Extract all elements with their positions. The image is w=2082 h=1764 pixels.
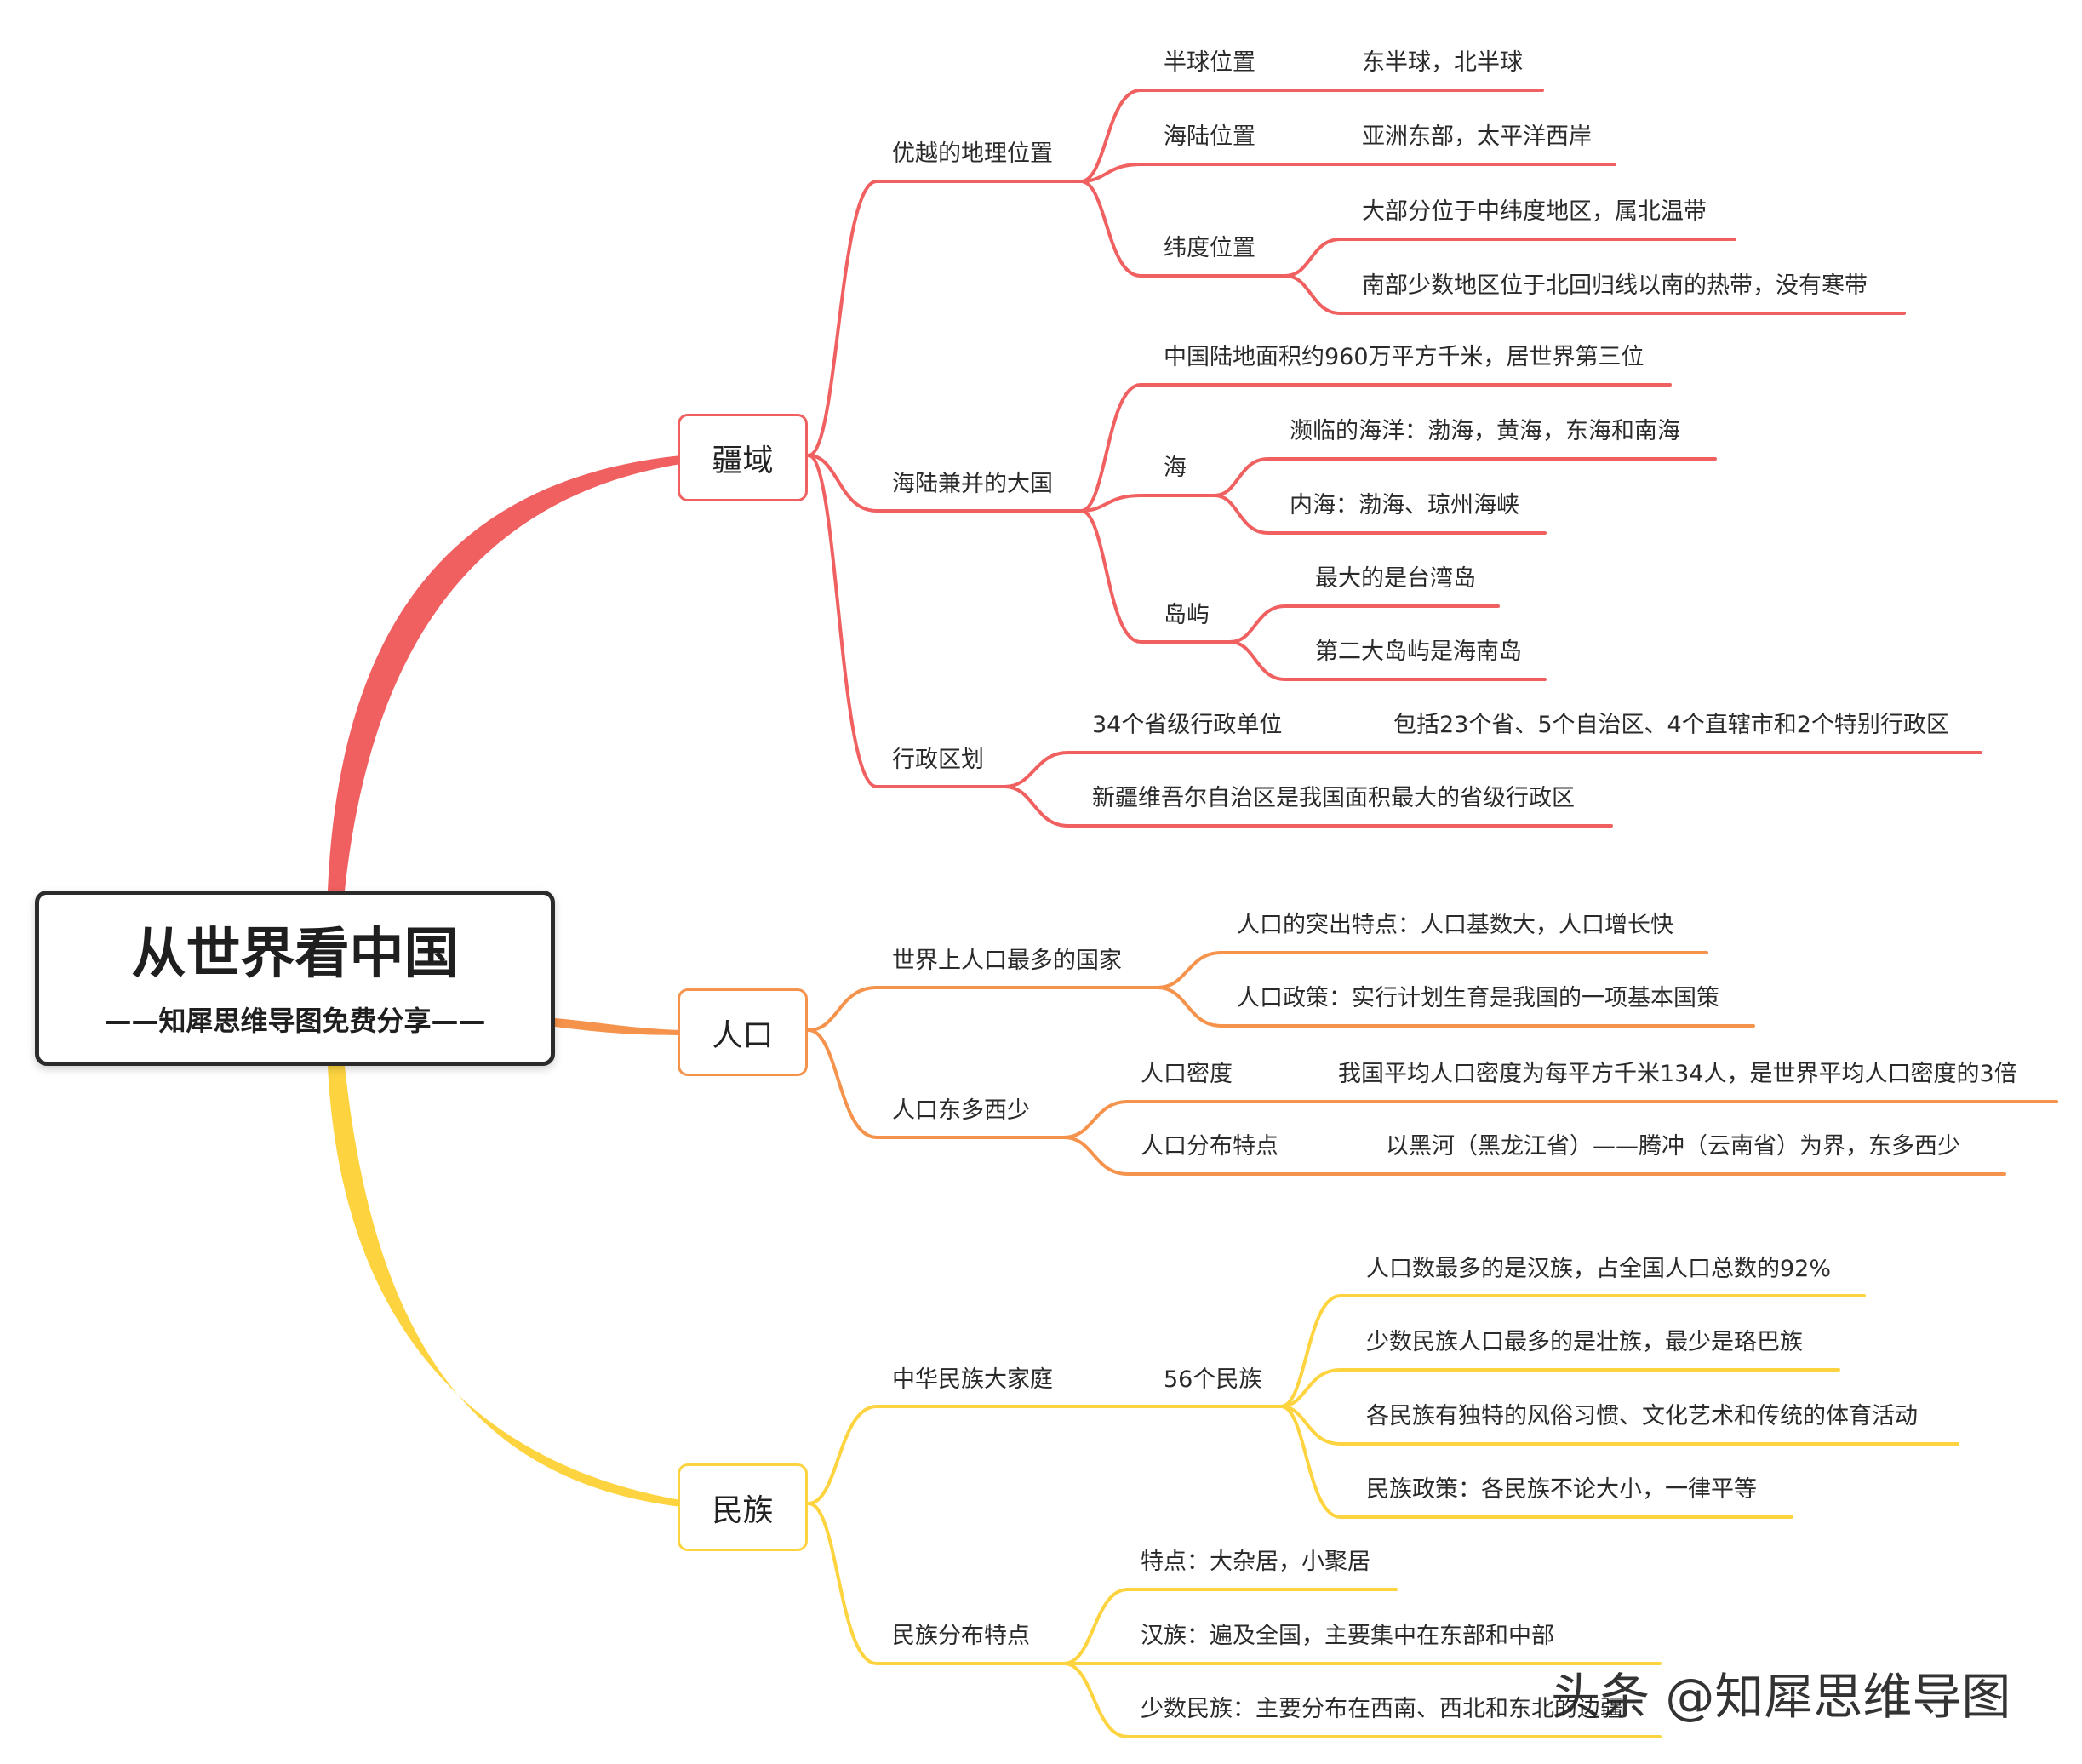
node-provincial[interactable]: 34个省级行政单位: [1092, 712, 1283, 738]
node-geo-position[interactable]: 优越的地理位置: [892, 140, 1053, 167]
node-islands-item-1[interactable]: 最大的是台湾岛: [1315, 565, 1476, 592]
node-east-west[interactable]: 人口东多西少: [892, 1097, 1030, 1124]
node-sea[interactable]: 海: [1164, 455, 1187, 481]
topic-ethnic[interactable]: 民族: [678, 1463, 808, 1551]
node-most-populous[interactable]: 世界上人口最多的国家: [892, 948, 1122, 974]
node-latitude-item-2[interactable]: 南部少数地区位于北回归线以南的热带，没有寒带: [1362, 272, 1868, 299]
watermark: 头条 @知犀思维导图: [1551, 1668, 2011, 1726]
ethnic-branches: [807, 1294, 1959, 1738]
node-distribution-value[interactable]: 以黑河（黑龙江省）——腾冲（云南省）为界，东多西少: [1386, 1133, 1960, 1160]
trunk-ethnic: [328, 1066, 681, 1507]
node-hemisphere-value[interactable]: 东半球，北半球: [1362, 49, 1523, 76]
node-land-sea[interactable]: 海陆位置: [1164, 123, 1255, 150]
node-ethnic-item-4[interactable]: 民族政策：各民族不论大小，一律平等: [1366, 1476, 1757, 1503]
node-land-sea-value[interactable]: 亚洲东部，太平洋西岸: [1362, 123, 1592, 150]
population-branches: [807, 951, 2058, 1176]
node-land-sea-country[interactable]: 海陆兼并的大国: [892, 471, 1053, 497]
node-ethnic-dist-item-3[interactable]: 少数民族：主要分布在西南、西北和东北的边疆: [1141, 1696, 1623, 1722]
node-ethnic-distribution[interactable]: 民族分布特点: [892, 1623, 1030, 1649]
node-provincial-value[interactable]: 包括23个省、5个自治区、4个直辖市和2个特别行政区: [1393, 712, 1949, 738]
node-density-value[interactable]: 我国平均人口密度为每平方千米134人，是世界平均人口密度的3倍: [1338, 1061, 2017, 1087]
node-density[interactable]: 人口密度: [1141, 1061, 1233, 1087]
root-node[interactable]: 从世界看中国 ——知犀思维导图免费分享——: [35, 891, 555, 1066]
trunk-population: [555, 1018, 681, 1035]
node-ethnic-dist-item-2[interactable]: 汉族：遍及全国，主要集中在东部和中部: [1141, 1623, 1554, 1649]
node-family[interactable]: 中华民族大家庭: [892, 1366, 1053, 1393]
node-ethnic-dist-item-1[interactable]: 特点：大杂居，小聚居: [1141, 1549, 1370, 1575]
node-distribution[interactable]: 人口分布特点: [1141, 1133, 1278, 1160]
node-sea-item-1[interactable]: 濒临的海洋：渤海，黄海，东海和南海: [1290, 418, 1680, 444]
node-islands-item-2[interactable]: 第二大岛屿是海南岛: [1315, 639, 1522, 665]
root-subtitle: ——知犀思维导图免费分享——: [104, 1005, 486, 1037]
node-latitude-item-1[interactable]: 大部分位于中纬度地区，属北温带: [1362, 198, 1707, 225]
node-area[interactable]: 中国陆地面积约960万平方千米，居世界第三位: [1164, 344, 1644, 370]
trunk-territory: [328, 455, 681, 891]
topic-population[interactable]: 人口: [678, 988, 808, 1076]
node-most-populous-item-1[interactable]: 人口的突出特点：人口基数大，人口增长快: [1237, 912, 1673, 938]
node-hemisphere[interactable]: 半球位置: [1164, 49, 1255, 76]
root-title: 从世界看中国: [131, 923, 459, 986]
node-admin[interactable]: 行政区划: [892, 747, 984, 773]
node-ethnic-item-2[interactable]: 少数民族人口最多的是壮族，最少是珞巴族: [1366, 1329, 1803, 1355]
node-latitude[interactable]: 纬度位置: [1164, 235, 1255, 261]
node-56-ethnic[interactable]: 56个民族: [1164, 1366, 1262, 1393]
node-largest-province[interactable]: 新疆维吾尔自治区是我国面积最大的省级行政区: [1092, 785, 1575, 811]
territory-branches: [807, 89, 1982, 828]
node-ethnic-item-3[interactable]: 各民族有独特的风俗习惯、文化艺术和传统的体育活动: [1366, 1403, 1918, 1429]
node-ethnic-item-1[interactable]: 人口数最多的是汉族，占全国人口总数的92%: [1366, 1256, 1832, 1282]
node-most-populous-item-2[interactable]: 人口政策：实行计划生育是我国的一项基本国策: [1237, 985, 1719, 1011]
node-sea-item-2[interactable]: 内海：渤海、琼州海峡: [1290, 492, 1519, 518]
topic-territory[interactable]: 疆域: [678, 414, 808, 501]
node-islands[interactable]: 岛屿: [1164, 602, 1210, 628]
